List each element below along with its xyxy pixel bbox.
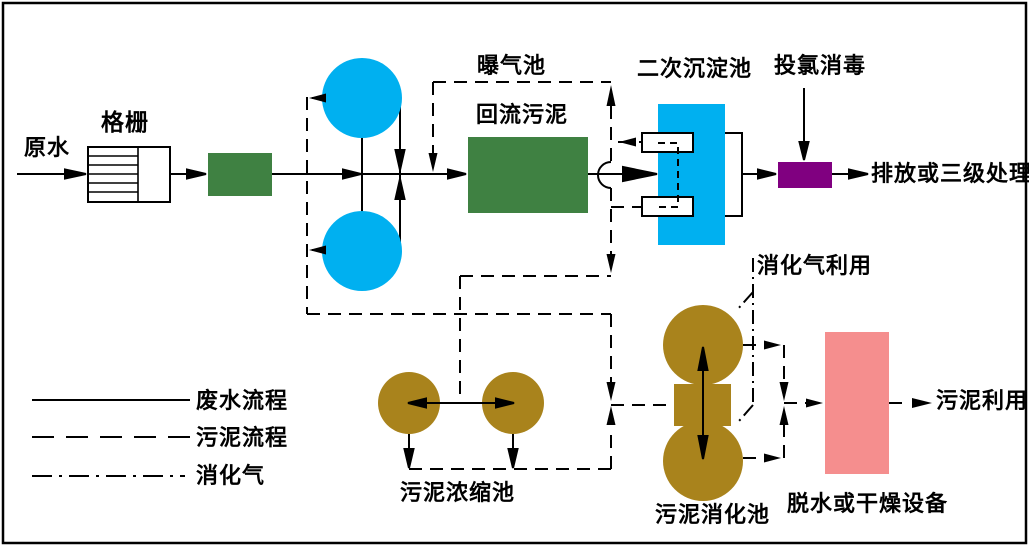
- aeration-tank-unit: [468, 137, 588, 213]
- chlorination-unit: [778, 162, 832, 188]
- line-jump-arc: [597, 161, 612, 189]
- sludge-flow-lines: [306, 81, 910, 470]
- flow-arrow: [848, 168, 869, 180]
- grit-chamber-unit: [208, 153, 272, 196]
- clarifier-sludge-port-bottom: [641, 196, 694, 217]
- flow-arrow-down: [697, 435, 709, 460]
- flow-arrow-large: [622, 165, 658, 183]
- label-secondary-clarifier: 二次沉淀池: [637, 57, 753, 82]
- legend-label-wastewater: 废水流程: [196, 389, 289, 414]
- flow-arrow: [342, 168, 362, 180]
- label-raw-water: 原水: [24, 136, 71, 161]
- flow-arrow: [447, 168, 467, 180]
- sludge-flow-arrows: [309, 85, 932, 463]
- flow-arrow: [757, 168, 777, 180]
- clarifier-outlet-bracket: [725, 132, 743, 217]
- label-aeration-tank: 曝气池: [477, 54, 547, 79]
- thickener-connections: [403, 397, 519, 469]
- flow-arrow-up: [394, 178, 406, 200]
- flow-arrow-down: [403, 448, 415, 469]
- label-digester-gas-use: 消化气利用: [757, 254, 873, 279]
- label-chlorination: 投氯消毒: [774, 54, 867, 79]
- clarifier-inner-dashed-bracket: [658, 142, 679, 208]
- flow-arrow-down: [394, 149, 406, 171]
- primary-tank-top: [322, 58, 402, 138]
- flow-arrow-right: [495, 397, 515, 409]
- dewatering-unit: [825, 332, 889, 474]
- flow-arrow: [64, 168, 87, 180]
- label-screen: 格栅: [101, 110, 149, 136]
- legend-label-gas: 消化气: [196, 464, 266, 489]
- primary-tank-bottom: [322, 211, 402, 291]
- legend-swatches: [32, 399, 190, 477]
- label-dewatering-equipment: 脱水或干燥设备: [787, 492, 949, 517]
- label-return-sludge: 回流污泥: [476, 103, 569, 128]
- label-sludge-thickener: 污泥浓缩池: [400, 481, 516, 506]
- sludge-digester-unit: [663, 305, 743, 501]
- label-sludge-use: 污泥利用: [936, 389, 1029, 414]
- legend-label-sludge: 污泥流程: [196, 426, 289, 451]
- flow-arrow-down: [507, 448, 519, 469]
- bar-screen-unit: [87, 146, 171, 203]
- flow-arrow-down: [798, 141, 810, 161]
- label-discharge: 排放或三级处理: [871, 162, 1029, 187]
- digester-gas-lines: [736, 258, 754, 422]
- clarifier-sludge-port-top: [641, 132, 694, 153]
- flow-arrow-up: [697, 346, 709, 371]
- flow-arrow-left: [407, 397, 427, 409]
- flow-arrow: [186, 168, 207, 180]
- label-sludge-digester: 污泥消化池: [655, 503, 771, 528]
